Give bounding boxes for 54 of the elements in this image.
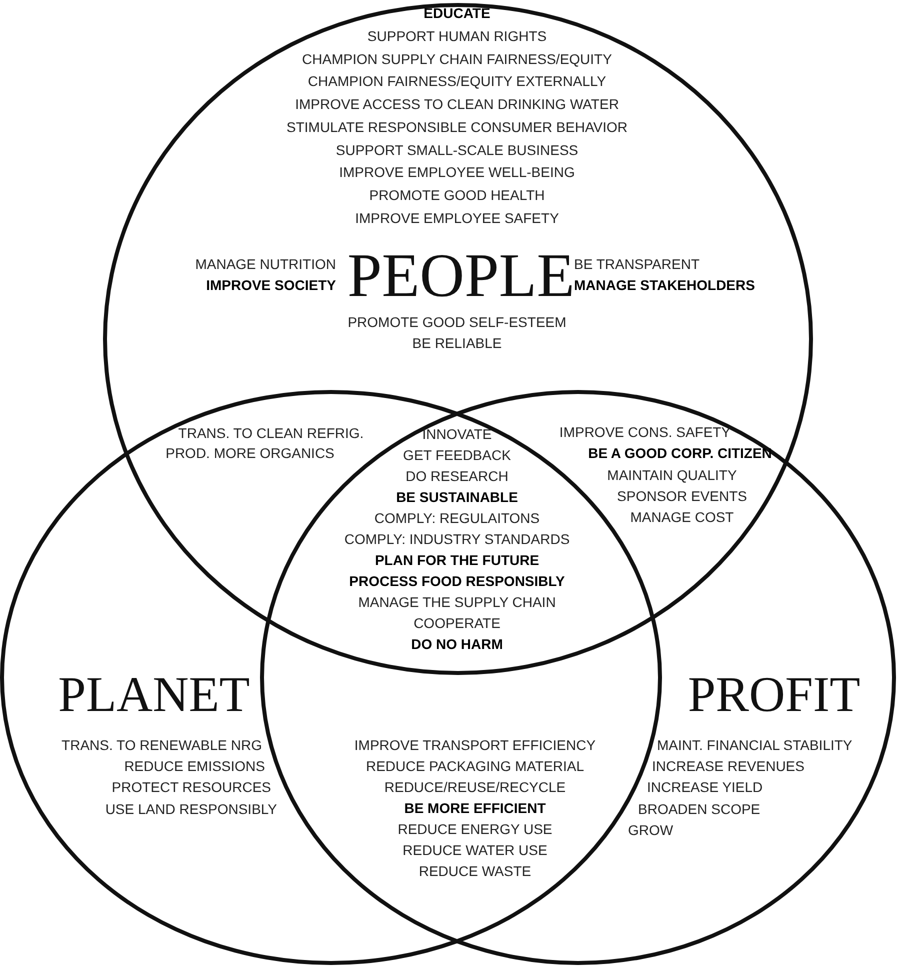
goal-text: GET FEEDBACK xyxy=(403,446,511,464)
goal-text: COMPLY: INDUSTRY STANDARDS xyxy=(344,530,570,548)
circle-title: PLANET xyxy=(58,669,250,719)
goal-text: SUPPORT SMALL-SCALE BUSINESS xyxy=(336,142,578,158)
goal-text: MAINTAIN QUALITY xyxy=(607,466,737,484)
goal-text: PROMOTE GOOD HEALTH xyxy=(369,186,545,204)
goal-text: IMPROVE ACCESS TO CLEAN DRINKING WATER xyxy=(295,96,619,112)
goal-text: DO RESEARCH xyxy=(406,468,508,484)
goal-text: IMPROVE EMPLOYEE SAFETY xyxy=(355,210,559,226)
goal-text: SPONSOR EVENTS xyxy=(617,488,747,504)
goal-text: PROMOTE GOOD SELF-ESTEEM xyxy=(348,314,566,330)
goal-text: INNOVATE xyxy=(422,426,492,442)
goal-text: BE TRANSPARENT xyxy=(574,256,700,272)
goal-text: BE A GOOD CORP. CITIZEN xyxy=(588,444,772,462)
goal-text: GROW xyxy=(628,822,674,838)
circle-title: PEOPLE xyxy=(347,245,575,307)
goal-text: IMPROVE EMPLOYEE WELL-BEING xyxy=(339,164,575,180)
goal-text: IMPROVE SOCIETY xyxy=(206,276,336,294)
goal-text: REDUCE WASTE xyxy=(418,862,532,880)
goal-text: MANAGE NUTRITION xyxy=(195,256,336,272)
goal-text: INCREASE REVENUES xyxy=(652,758,804,774)
goal-text: USE LAND RESPONSIBLY xyxy=(105,800,277,818)
goal-text: MANAGE STAKEHOLDERS xyxy=(574,276,755,294)
goal-text: CHAMPION FAIRNESS/EQUITY EXTERNALLY xyxy=(308,72,606,90)
goal-text: SUPPORT HUMAN RIGHTS xyxy=(367,28,547,44)
goal-text: PROCESS FOOD RESPONSIBLY xyxy=(349,572,565,590)
goal-text: REDUCE ENERGY USE xyxy=(398,820,552,838)
goal-text: STIMULATE RESPONSIBLE CONSUMER BEHAVIOR xyxy=(286,118,628,136)
goal-text: MANAGE THE SUPPLY CHAIN xyxy=(358,594,556,610)
goal-text: TRANS. TO RENEWABLE NRG xyxy=(62,736,262,754)
goal-text: MANAGE COST xyxy=(630,508,734,526)
goal-text: IMPROVE CONS. SAFETY xyxy=(559,424,731,440)
goal-text: BE RELIABLE xyxy=(412,334,502,352)
goal-text: COOPERATE xyxy=(414,614,500,632)
goal-text: REDUCE WATER USE xyxy=(402,842,548,858)
goal-text: PLAN FOR THE FUTURE xyxy=(374,552,540,568)
goal-text: INCREASE YIELD xyxy=(647,778,763,796)
goal-text: BE SUSTAINABLE xyxy=(396,488,518,506)
goal-text: BROADEN SCOPE xyxy=(638,800,760,818)
venn-circle xyxy=(103,3,813,675)
goal-text: EDUCATE xyxy=(424,4,490,22)
goal-text: COMPLY: REGULAITONS xyxy=(374,510,540,526)
goal-text: CHAMPION SUPPLY CHAIN FAIRNESS/EQUITY xyxy=(302,50,612,68)
circle-title: PROFIT xyxy=(688,669,860,719)
goal-text: PROD. MORE ORGANICS xyxy=(166,444,334,462)
goal-text: REDUCE EMISSIONS xyxy=(124,758,265,774)
goal-text: TRANS. TO CLEAN REFRIG. xyxy=(178,424,364,442)
goal-text: REDUCE/REUSE/RECYCLE xyxy=(384,778,566,796)
goal-text: BE MORE EFFICIENT xyxy=(404,800,546,816)
goal-text: IMPROVE TRANSPORT EFFICIENCY xyxy=(354,736,596,754)
goal-text: DO NO HARM xyxy=(411,636,503,652)
goal-text: REDUCE PACKAGING MATERIAL xyxy=(366,758,584,774)
goal-text: PROTECT RESOURCES xyxy=(112,778,271,796)
goal-text: MAINT. FINANCIAL STABILITY xyxy=(657,736,852,754)
